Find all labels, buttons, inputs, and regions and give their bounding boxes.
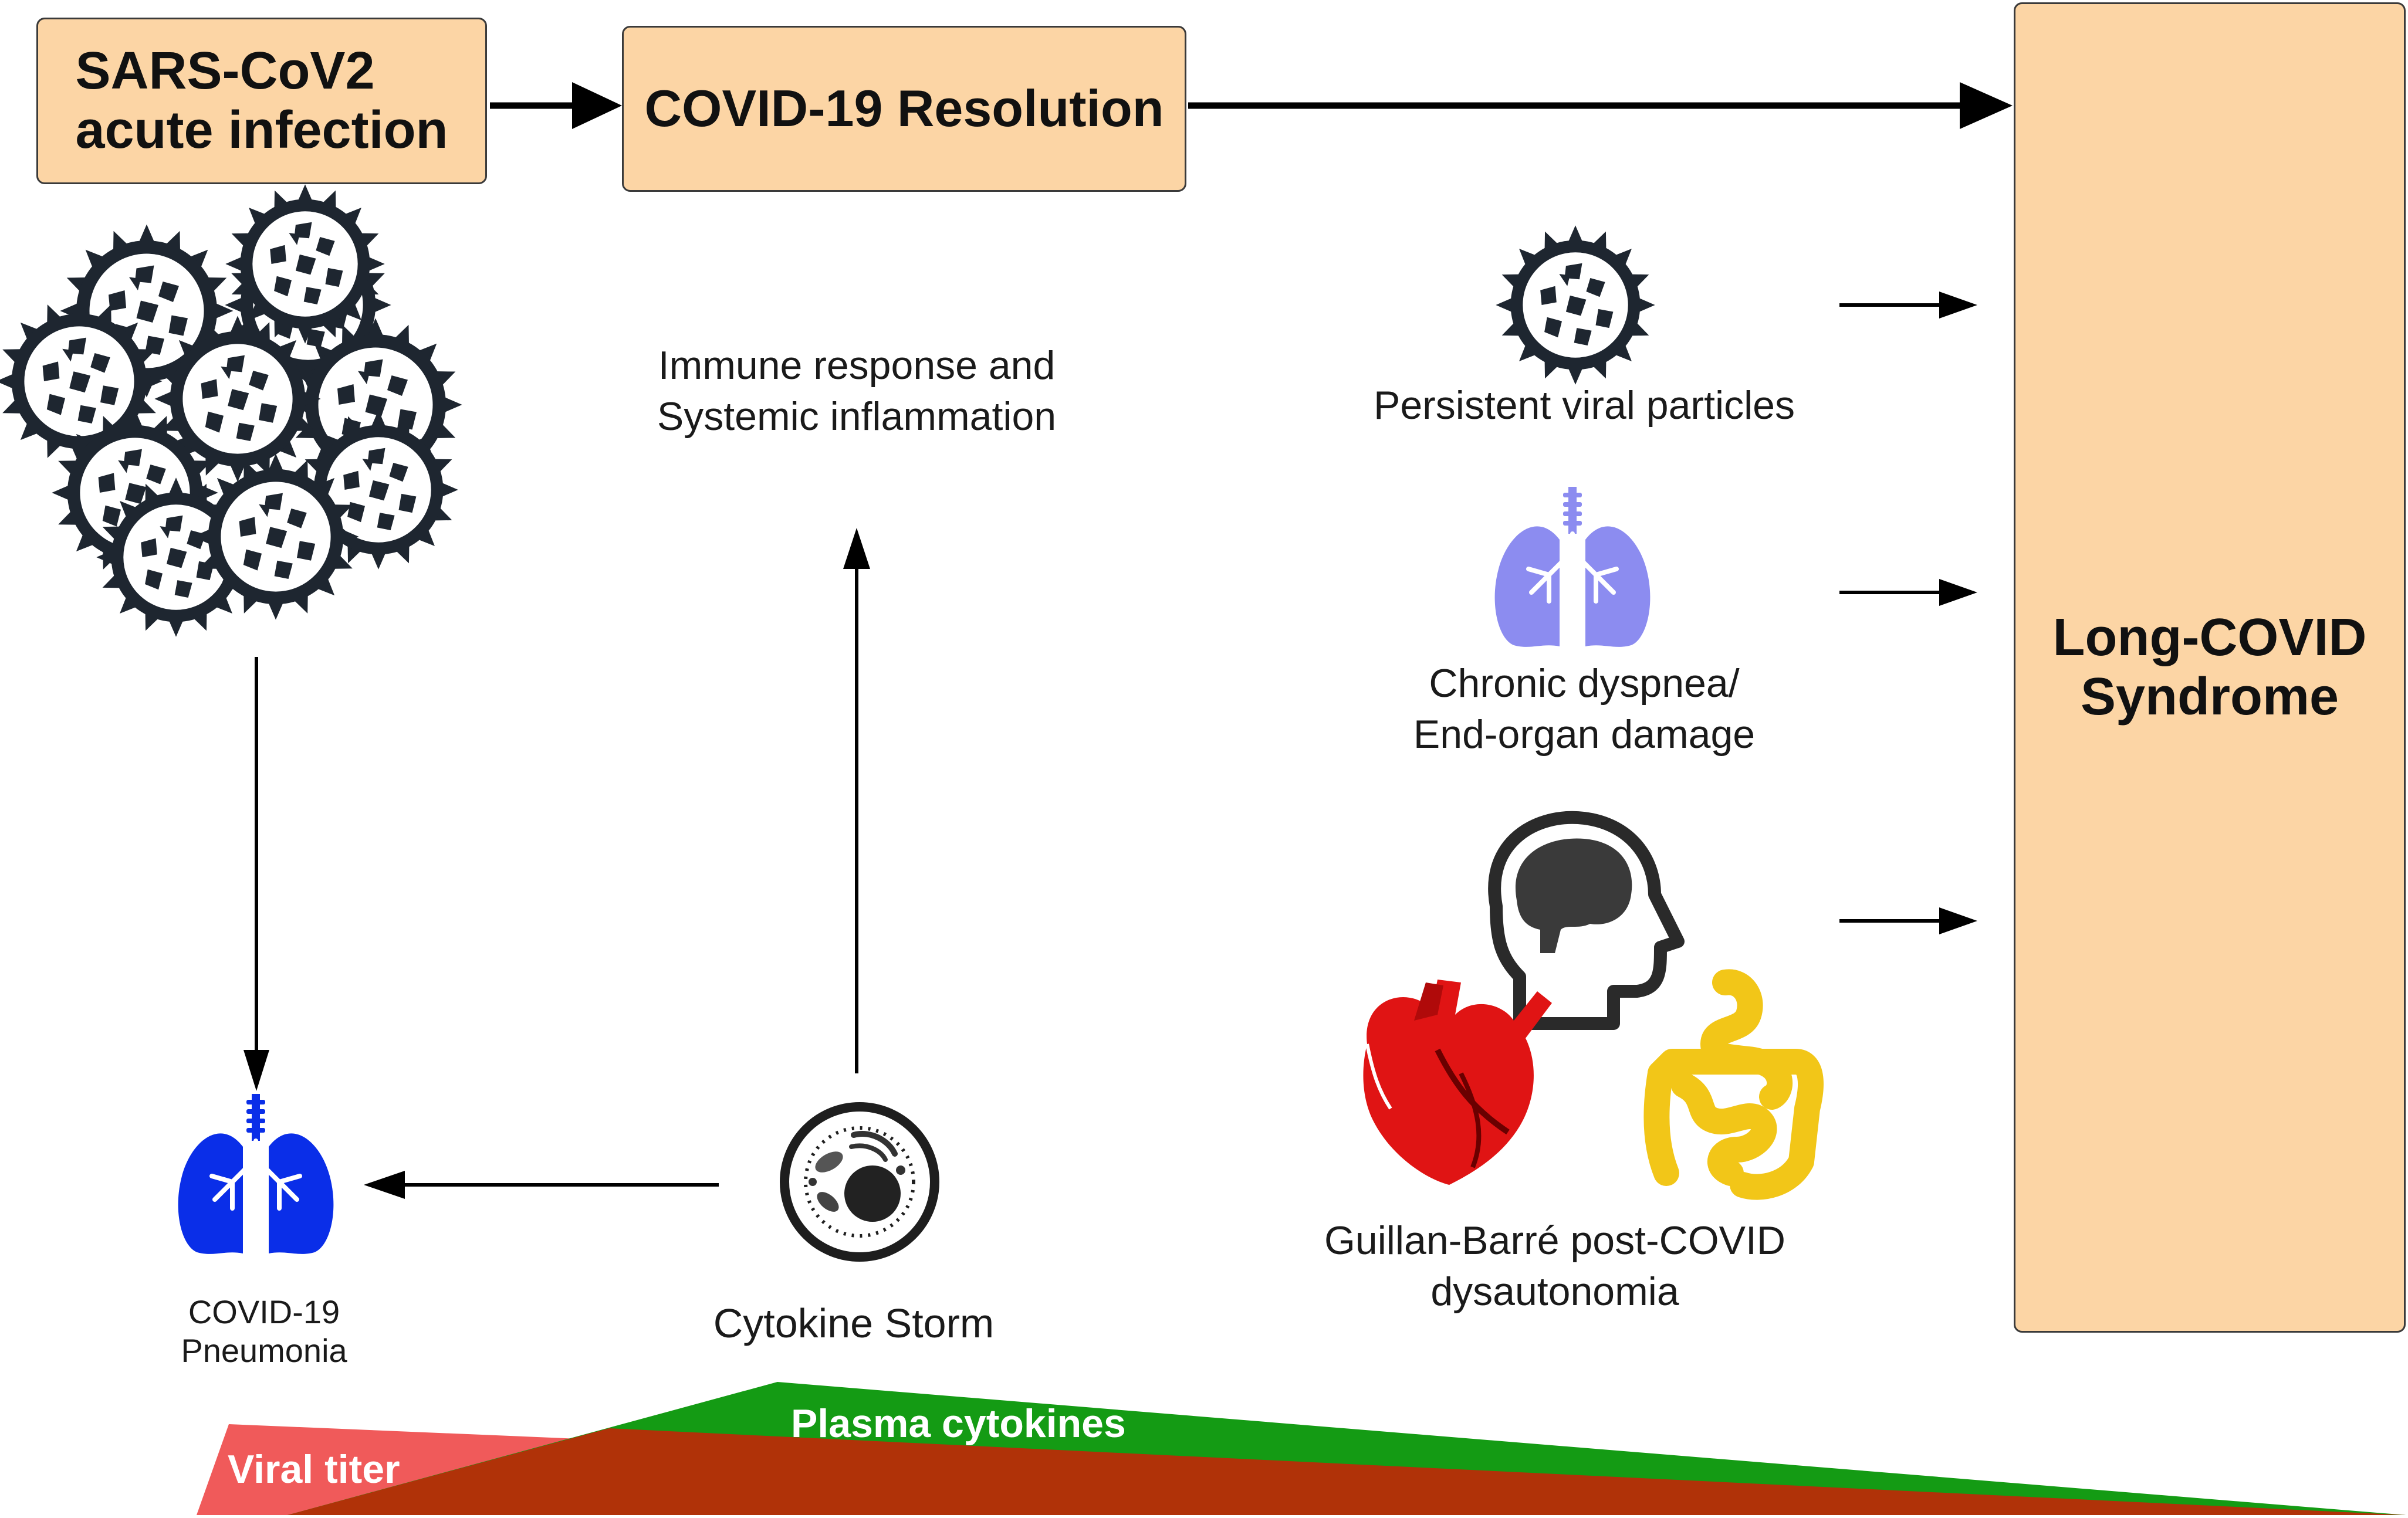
resolution-title: COVID-19 Resolution xyxy=(644,79,1164,138)
long-covid-title: Long-COVID Syndrome xyxy=(2052,608,2367,726)
arrow-dyspnea-to-long-head xyxy=(1939,579,1977,606)
plasma-cytokines-label: Plasma cytokines xyxy=(791,1401,1126,1446)
acute-infection-title: SARS-CoV2 acute infection xyxy=(75,42,448,160)
immune-response-label: Immune response and Systemic inflammatio… xyxy=(657,343,1057,439)
lungs-icon-dyspnea xyxy=(1495,487,1651,647)
long-covid-box: Long-COVID Syndrome xyxy=(2014,2,2406,1333)
arrow-acute-to-resolution-head xyxy=(572,82,622,129)
intestine-icon xyxy=(1643,969,1824,1200)
persistent-viral-label: Persistent viral particles xyxy=(1373,383,1795,428)
pneumonia-label: COVID-19 Pneumonia xyxy=(181,1293,347,1370)
arrow-infection-to-pneumonia-head xyxy=(243,1050,269,1091)
cytokine-storm-label: Cytokine Storm xyxy=(713,1300,995,1346)
arrow-guillan-to-long-head xyxy=(1939,907,1977,934)
heart-icon xyxy=(1363,980,1552,1185)
immune-cell-icon xyxy=(780,1102,939,1262)
viral-titer-label: Viral titer xyxy=(228,1447,400,1492)
lungs-icon xyxy=(178,1094,334,1254)
arrow-cytokine-to-immune-head xyxy=(843,528,870,569)
resolution-box: COVID-19 Resolution xyxy=(622,26,1186,192)
guillan-barre-label: Guillan-Barré post-COVID dysautonomia xyxy=(1324,1218,1786,1314)
arrow-resolution-to-long-head xyxy=(1960,82,2013,129)
overlap-wedge xyxy=(288,1428,2406,1515)
acute-infection-box: SARS-CoV2 acute infection xyxy=(36,18,487,184)
dyspnea-label: Chronic dyspnea/ End-organ damage xyxy=(1413,661,1756,757)
arrow-cytokine-to-pneumonia-head xyxy=(364,1171,405,1199)
brain-head-icon xyxy=(1488,811,1685,1030)
virus-cluster-icon xyxy=(0,184,462,637)
virus-icon xyxy=(1496,225,1655,385)
arrow-persistent-to-long-head xyxy=(1939,292,1977,318)
